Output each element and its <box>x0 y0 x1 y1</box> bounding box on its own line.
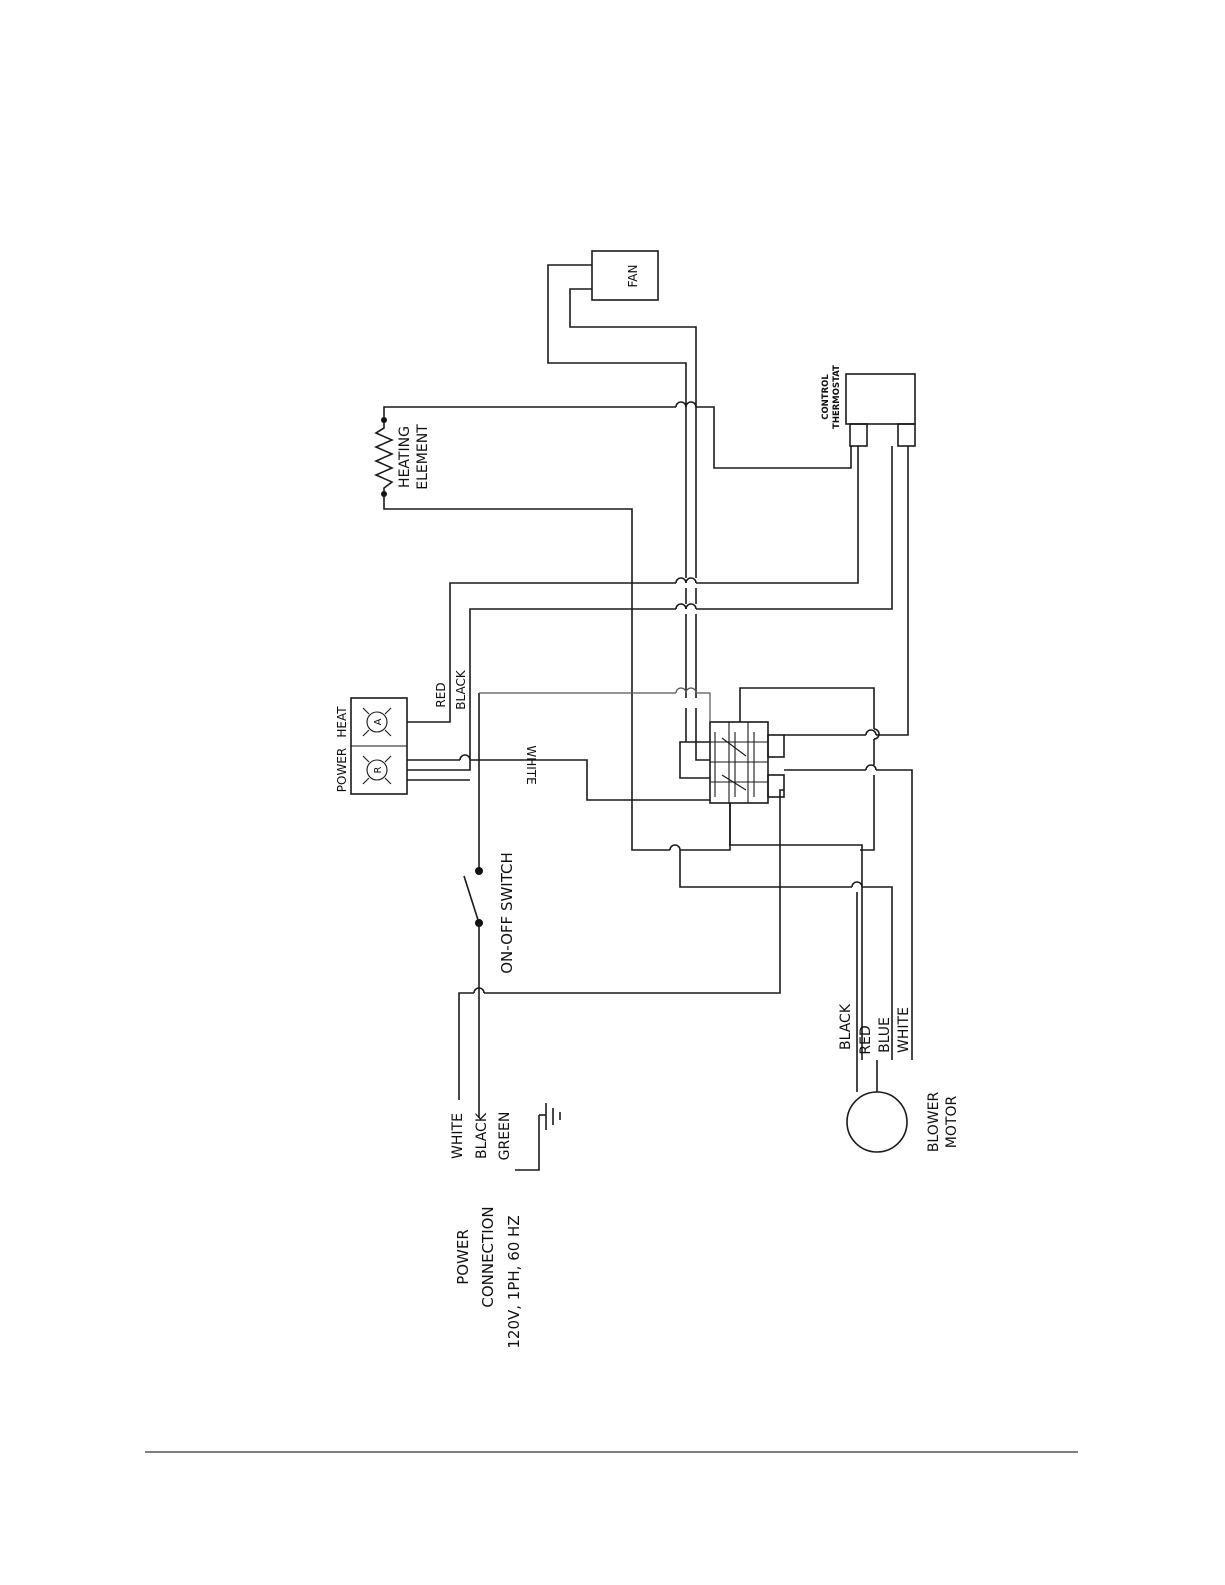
on-off-switch-label: ON-OFF SWITCH <box>498 852 516 974</box>
control-thermostat-label-line1: CONTROL <box>821 374 831 420</box>
supply-green-label: GREEN <box>497 1112 513 1161</box>
motor-red-label: RED <box>858 1025 874 1054</box>
lamp-a: A <box>363 708 391 736</box>
heat-light-label: HEAT <box>335 706 349 738</box>
lamp-a-label: A <box>373 718 384 725</box>
power-connection-label-line1: POWER <box>454 1229 472 1285</box>
indicator-lights: POWER HEAT R A <box>335 698 407 794</box>
fan-label: FAN <box>626 265 640 288</box>
heating-element-label-line1: HEATING <box>397 426 413 488</box>
control-thermostat: CONTROL THERMOSTAT <box>821 365 915 446</box>
motor-black-label: BLACK <box>838 1003 854 1050</box>
supply-white-label: WHITE <box>450 1113 466 1159</box>
on-off-switch: ON-OFF SWITCH <box>464 693 516 997</box>
control-thermostat-label-line2: THERMOSTAT <box>832 365 842 429</box>
terminal-block <box>710 722 784 803</box>
lamp-r-label: R <box>373 766 384 773</box>
supply-black-label: BLACK <box>474 1112 490 1159</box>
blower-motor-label-line2: MOTOR <box>944 1096 960 1149</box>
wire-red-label: RED <box>434 682 448 707</box>
motor-blue-label: BLUE <box>877 1017 893 1053</box>
blower-motor-label-line1: BLOWER <box>926 1092 942 1153</box>
wire-black-label: BLACK <box>454 669 468 710</box>
fan: FAN <box>592 251 658 300</box>
power-connection-label-line2: CONNECTION <box>479 1206 497 1307</box>
heating-element: HEATING ELEMENT <box>376 417 431 497</box>
power-connection-label-line3: 120V, 1PH, 60 HZ <box>505 1215 523 1348</box>
motor-white-label: WHITE <box>896 1007 912 1053</box>
heating-element-label-line2: ELEMENT <box>415 424 431 490</box>
power-light-label: POWER <box>335 748 349 792</box>
ground-symbol <box>515 1103 560 1170</box>
blower-motor: BLOWER MOTOR <box>847 1092 960 1153</box>
lamp-r: R <box>363 756 391 784</box>
wire-white-label: WHITE <box>524 745 538 784</box>
